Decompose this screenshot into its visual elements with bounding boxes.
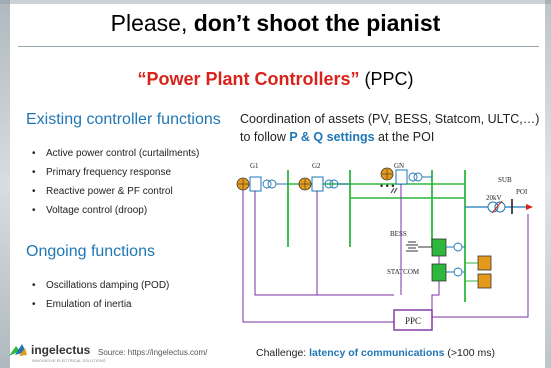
logo-tagline: INNOVATIVE ELECTRICAL SOLUTIONS xyxy=(32,358,106,363)
statcom-converter-icon xyxy=(431,263,447,282)
ingelectus-logo: ingelectus INNOVATIVE ELECTRICAL SOLUTIO… xyxy=(8,342,106,363)
statcom-transformer-icon xyxy=(453,267,463,277)
capacitor-icon xyxy=(477,273,492,289)
existing-functions-list: Active power control (curtailments) Prim… xyxy=(32,144,199,220)
inverter-icon xyxy=(395,169,408,185)
title-prefix: Please, xyxy=(110,10,194,36)
challenge-text: Challenge: latency of communications (>1… xyxy=(256,347,495,359)
reactor-icon xyxy=(477,255,492,271)
list-item: Emulation of inertia xyxy=(32,295,169,314)
bess-label: BESS xyxy=(390,230,407,238)
logo-name: ingelectus xyxy=(31,343,91,357)
hummingbird-logo-icon xyxy=(9,344,27,356)
coordination-prefix: to follow xyxy=(240,130,290,144)
control-line-poi xyxy=(432,214,529,318)
existing-functions-heading: Existing controller functions xyxy=(26,111,221,128)
challenge-highlight: latency of communications xyxy=(309,347,445,359)
gn-label: GN xyxy=(394,162,404,170)
frame-right xyxy=(545,0,551,368)
frame-left xyxy=(0,0,10,368)
frame-top xyxy=(0,0,551,4)
inverter-icon xyxy=(249,176,262,192)
ppc-single-line-diagram: G1 G2 GN • • • xyxy=(236,162,533,331)
ppc-box xyxy=(393,309,433,331)
title-bold: don’t shoot the pianist xyxy=(193,10,441,36)
subtitle-rest: (PPC) xyxy=(359,69,414,89)
g2-label: G2 xyxy=(312,162,321,170)
coordination-suffix: at the POI xyxy=(374,130,435,144)
logo-wing-orange xyxy=(19,348,27,356)
transformer-icon xyxy=(267,179,277,189)
list-item: Oscillations damping (POD) xyxy=(32,276,169,295)
poi-label: POI xyxy=(516,188,528,196)
coordination-line-1: Coordination of assets (PV, BESS, Statco… xyxy=(240,112,540,126)
bess-transformer-icon xyxy=(453,242,463,252)
inverter-icon xyxy=(311,176,324,192)
pq-settings: P & Q settings xyxy=(289,130,375,144)
title-divider xyxy=(18,46,539,47)
slide-subtitle: “Power Plant Controllers” (PPC) xyxy=(0,69,551,90)
coordination-text: Coordination of assets (PV, BESS, Statco… xyxy=(240,110,546,146)
challenge-suffix: (>100 ms) xyxy=(444,347,495,359)
subtitle-highlight: “Power Plant Controllers” xyxy=(137,69,360,89)
battery-icon xyxy=(406,241,418,252)
coordination-line-2: to follow P & Q settings at the POI xyxy=(240,128,546,146)
feeder-break-mark xyxy=(390,187,395,194)
ultc-arrow-icon xyxy=(491,200,503,214)
ppc-label: PPC xyxy=(405,316,421,326)
list-item: Voltage control (droop) xyxy=(32,201,199,220)
sub-label: SUB xyxy=(498,176,512,184)
list-item: Active power control (curtailments) xyxy=(32,144,199,163)
statcom-label: STATCOM xyxy=(387,268,420,276)
control-line-g1 xyxy=(254,191,394,296)
control-line-main xyxy=(242,190,394,323)
ongoing-functions-heading: Ongoing functions xyxy=(26,243,155,260)
transformer-icon xyxy=(413,172,423,182)
poi-arrow-icon xyxy=(526,204,533,210)
transformer-icon xyxy=(408,172,418,182)
generator-gn xyxy=(380,167,432,185)
list-item: Primary frequency response xyxy=(32,163,199,182)
source-text: Source: https://ingelectus.com/ xyxy=(98,348,208,357)
voltage-label: 20kV xyxy=(486,194,502,202)
ellipsis-label: • • • xyxy=(380,181,394,191)
ongoing-functions-list: Oscillations damping (POD) Emulation of … xyxy=(32,276,169,314)
generator-g1 xyxy=(236,176,288,192)
feeder-break-mark xyxy=(393,187,398,194)
logo-wing-green xyxy=(9,346,20,356)
control-line-statcom xyxy=(431,281,440,310)
transformer-icon xyxy=(324,179,334,189)
challenge-prefix: Challenge: xyxy=(256,347,310,359)
list-item: Reactive power & PF control xyxy=(32,182,199,201)
bess-converter-icon xyxy=(431,238,447,257)
slide-title: Please, don’t shoot the pianist xyxy=(0,10,551,37)
g1-label: G1 xyxy=(250,162,259,170)
transformer-icon xyxy=(262,179,272,189)
